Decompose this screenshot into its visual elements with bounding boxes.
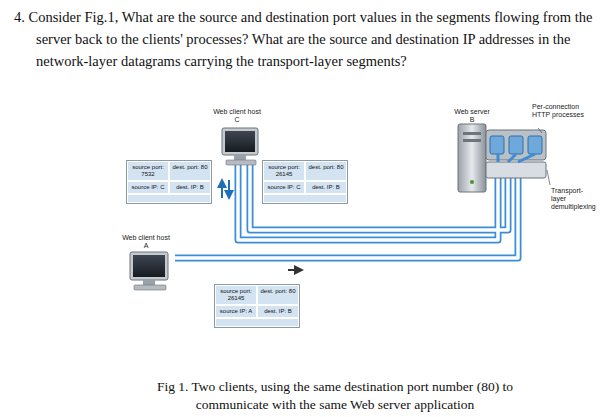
segment-box: source port: 26145dest. port: 80source I… — [214, 284, 300, 328]
header-field: source IP: A — [215, 305, 257, 318]
question-text: 4. Consider Fig.1, What are the source a… — [14, 6, 594, 72]
leader-line — [547, 170, 550, 185]
header-field: dest. port: 80 — [257, 285, 299, 305]
payload-field — [263, 194, 347, 203]
leader-line — [538, 128, 542, 133]
payload-field — [127, 194, 211, 203]
server-tower — [458, 124, 486, 192]
right-arrow — [288, 269, 302, 271]
segment-box: source port: 26145dest. port: 80source I… — [262, 160, 348, 204]
header-field: dest. IP: B — [305, 181, 347, 194]
up-arrow — [221, 180, 223, 198]
host-label: Web client host A — [120, 234, 172, 250]
down-arrow — [228, 180, 230, 198]
host-label: Web client host C — [210, 108, 264, 124]
header-field: dest. IP: B — [257, 305, 299, 318]
host-label: Per-connection HTTP processes — [532, 103, 594, 119]
computer-host-a — [130, 252, 168, 290]
payload-field — [215, 318, 299, 327]
header-field: source port: 26145 — [215, 285, 257, 305]
header-field: dest. IP: B — [169, 181, 211, 194]
process-rack — [486, 130, 546, 178]
host-label: Web server B — [452, 108, 492, 124]
header-field: dest. port: 80 — [305, 161, 347, 181]
host-label: Transport-layer demultiplexing — [551, 187, 598, 211]
header-field: source port: 7532 — [127, 161, 169, 181]
figure-caption: Fig 1. Two clients, using the same desti… — [120, 378, 550, 414]
header-field: source port: 26145 — [263, 161, 305, 181]
computer-host-c — [222, 128, 258, 165]
header-field: source IP: C — [127, 181, 169, 194]
segment-box: source port: 7532dest. port: 80source IP… — [126, 160, 212, 204]
header-field: source IP: C — [263, 181, 305, 194]
header-field: dest. port: 80 — [169, 161, 211, 181]
